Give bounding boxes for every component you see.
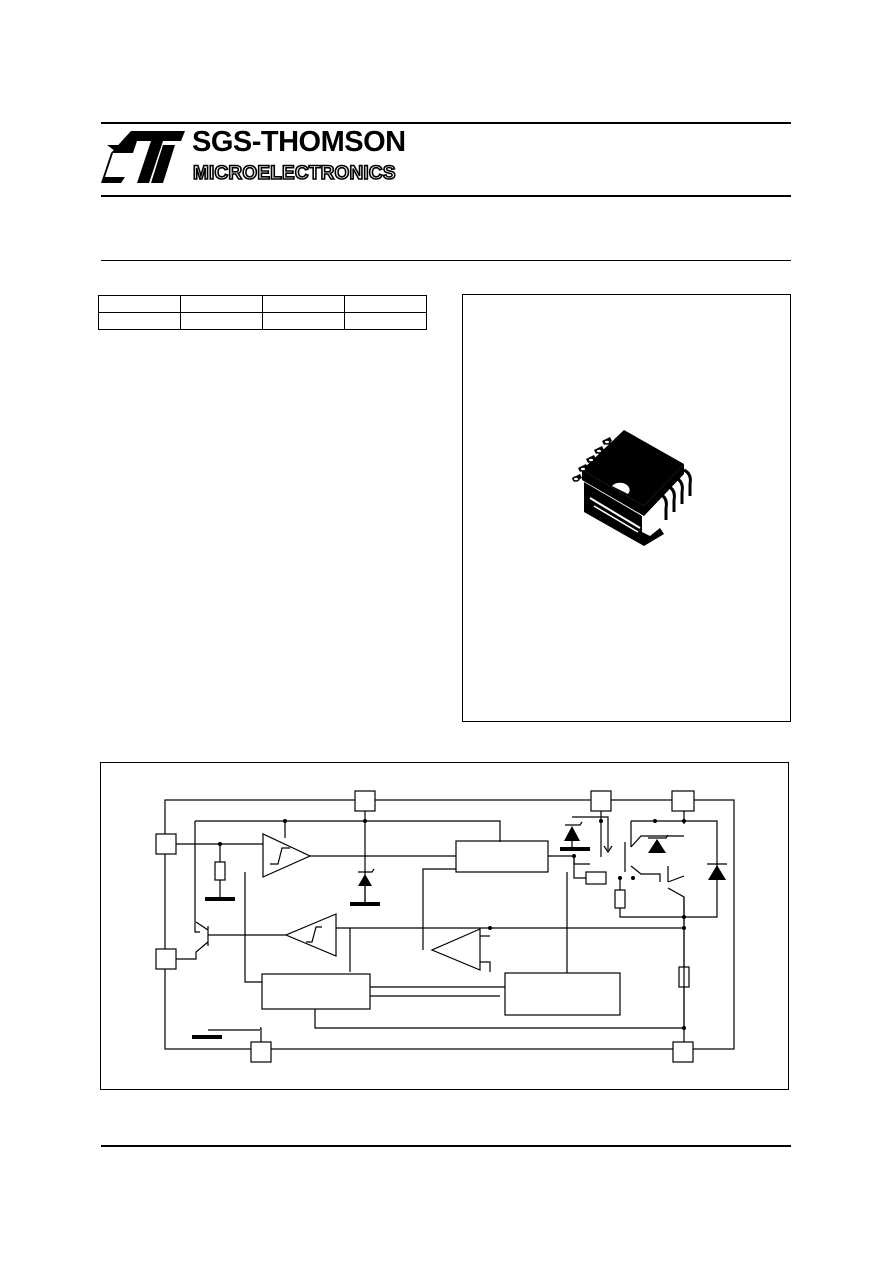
package-box — [462, 294, 791, 722]
table-cell — [262, 295, 345, 313]
table-cell — [344, 312, 427, 330]
circuit-schematic-icon — [155, 790, 735, 1063]
table-row — [98, 295, 427, 313]
table-row — [98, 312, 427, 330]
smd-package-icon — [572, 430, 692, 546]
footer-rule — [101, 1145, 791, 1147]
table-cell — [98, 295, 181, 313]
table-cell — [180, 312, 263, 330]
header-bottom-rule — [101, 195, 791, 197]
block-diagram-box — [100, 762, 789, 1090]
top-rule — [101, 122, 791, 124]
st-logo-icon — [101, 131, 185, 183]
brand-subtitle: MICROELECTRONICS — [192, 163, 396, 184]
spec-table — [98, 295, 427, 330]
table-cell — [180, 295, 263, 313]
title-rule — [101, 260, 791, 261]
brand-name: SGS-THOMSON — [192, 126, 406, 158]
table-cell — [98, 312, 181, 330]
table-cell — [262, 312, 345, 330]
table-cell — [344, 295, 427, 313]
